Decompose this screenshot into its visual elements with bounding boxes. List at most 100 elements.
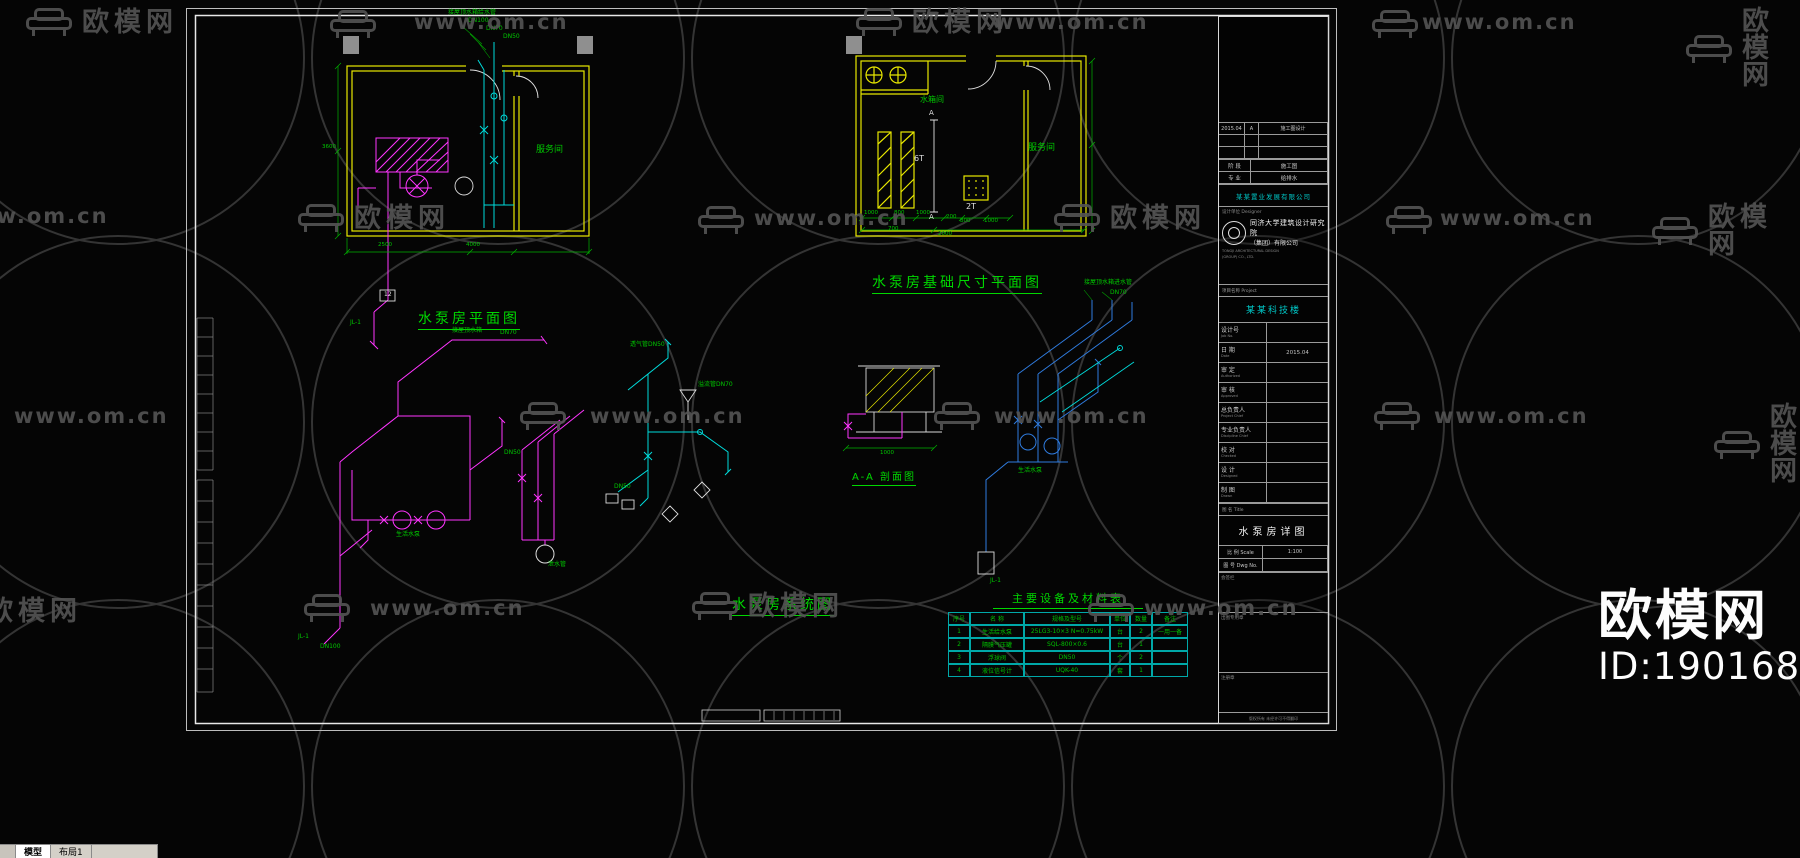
drawing-text: 透气管DN50 [630, 341, 665, 348]
equipment-table-title: 主要设备及材料表 [993, 590, 1143, 609]
field-label-cn: 审 核 [1221, 387, 1235, 394]
equipment-table-header: 序号名 称规格及型号单位数量备注 [948, 612, 1188, 625]
cell-name: 生活给水泵 [970, 625, 1024, 638]
watermark-text: www.om.cn [370, 596, 525, 620]
cell-spec: DN50 [1024, 651, 1110, 664]
watermark-text: 欧模网 [1708, 202, 1772, 260]
field-row: 设计号 Job No. [1219, 323, 1328, 343]
meta-value: 1:100 [1263, 546, 1328, 559]
watermark-text: 欧模网 [912, 6, 1008, 38]
field-label-en: Job No. [1221, 334, 1234, 338]
sofa-icon [1374, 402, 1420, 430]
sofa-icon [1714, 430, 1760, 459]
drawing-text: DN70 [1110, 289, 1127, 296]
cell-name: 隔膜气压罐 [970, 638, 1024, 651]
stage-label: 专 业 [1219, 172, 1251, 184]
titleblock-blank [1219, 17, 1328, 123]
design-institute-label: 设计单位 Designer [1222, 210, 1262, 215]
watermark-text: www.om.cn [0, 204, 109, 228]
sofa-icon [520, 402, 566, 430]
sofa-icon [1088, 594, 1134, 622]
drawing-text: 800 [960, 218, 971, 224]
registration-stamp-box: 注册章 [1219, 673, 1328, 713]
drawing-text: 200 [946, 214, 957, 220]
tab-model[interactable]: 模型 [16, 845, 52, 858]
drawing-text: A [929, 213, 934, 221]
countersign-label: 会签栏 [1221, 576, 1235, 581]
cell-note [1152, 664, 1188, 677]
institute-logo-icon [1222, 220, 1246, 245]
revision-date [1219, 135, 1245, 147]
watermark: www.om.cn [590, 406, 745, 427]
field-label: 设 计 Designed [1219, 463, 1267, 482]
equipment-table-body: 1 生活给水泵 25LG3-10×3 N=0.75kW 台 2 一用一备 2 隔… [948, 625, 1188, 677]
revision-desc: 施工图设计 [1259, 123, 1328, 135]
cell-qty: 2 [1130, 651, 1152, 664]
meta-row: 比 例 Scale 1:100 [1219, 546, 1328, 559]
cell-no: 1 [948, 625, 970, 638]
header-cell: 单位 [1110, 612, 1130, 625]
revision-desc [1259, 135, 1328, 147]
sofa-icon [1386, 206, 1432, 234]
watermark-text: www.om.cn [14, 404, 169, 428]
field-row: 校 对 Checked [1219, 443, 1328, 463]
header-cell: 名 称 [970, 612, 1024, 625]
sofa-icon [298, 204, 344, 232]
watermark: 欧模网 [1686, 8, 1800, 89]
titleblock-stage: 阶 段 施工图 专 业 给排水 [1219, 160, 1328, 185]
field-label-en: Project Chief [1221, 414, 1244, 418]
sofa-icon [1372, 10, 1418, 38]
watermark: 欧模网 [1652, 204, 1800, 258]
sofa-icon [1686, 34, 1732, 63]
watermark-text: 欧模网 [354, 202, 450, 234]
watermark: www.om.cn [414, 12, 569, 33]
drawing-text: 水箱间 [920, 95, 944, 104]
field-row: 审 核 Approved [1219, 383, 1328, 403]
plot-stamp-box: 出图专用章 [1219, 613, 1328, 673]
drawing-text: DN50 [614, 483, 631, 490]
field-row: 总负责人 Project Chief [1219, 403, 1328, 423]
title-block: 2015.04 A 施工图设计 阶 段 施工图 专 业 [1218, 16, 1329, 724]
drawing-text: DN50 [504, 449, 521, 456]
system-diagram-magenta [323, 335, 585, 645]
stage-row: 阶 段 施工图 [1219, 160, 1328, 172]
watermark: www.om.cn [1440, 208, 1595, 229]
field-label: 校 对 Checked [1219, 443, 1267, 462]
drawing-text: DN100 [320, 643, 341, 650]
field-label: 制 图 Drawn [1219, 483, 1267, 502]
revision-code: A [1245, 123, 1259, 135]
watermark: 欧模网 [26, 8, 178, 36]
drawing-name-label: 图 名 Title [1219, 504, 1328, 516]
drawing-text: 1000 [880, 450, 894, 456]
field-value [1267, 463, 1328, 482]
cell-name: 浮球阀 [970, 651, 1024, 664]
meta-label: 图 号 Dwg No. [1219, 559, 1263, 572]
watermark [1374, 402, 1430, 430]
revision-date: 2015.04 [1219, 123, 1245, 135]
system-diagram-right [977, 289, 1135, 575]
cell-unit: 个 [1110, 651, 1130, 664]
system-title: 水泵房系统图 [732, 597, 834, 617]
drawing-text: 1000 [864, 210, 878, 216]
watermark-text: 欧模网 [1770, 402, 1800, 487]
cell-qty: 1 [1130, 664, 1152, 677]
drawing-text: JL-1 [298, 633, 309, 640]
header-cell: 数量 [1130, 612, 1152, 625]
tab-layout1[interactable]: 布局1 [51, 845, 92, 858]
revision-date [1219, 147, 1245, 159]
watermark [1372, 10, 1428, 38]
drawing-text: 接屋顶水箱给水管 [448, 9, 497, 16]
watermark: www.om.cn [754, 208, 909, 229]
field-label-cn: 制 图 [1221, 487, 1235, 494]
tab-bar-corner [0, 845, 16, 858]
sofa-icon [692, 592, 738, 620]
meta-row: 图 号 Dwg No. [1219, 559, 1328, 572]
titleblock-fields: 设计号 Job No. 日 期 Date 2015.04 审 定 Authori… [1219, 323, 1328, 504]
watermark: 欧模网 [692, 592, 844, 620]
drawing-text: DN50 [503, 33, 520, 40]
revision-code [1245, 135, 1259, 147]
institute-name-en2: (GROUP) CO., LTD. [1222, 255, 1255, 259]
field-row: 日 期 Date 2015.04 [1219, 343, 1328, 363]
watermark [520, 402, 576, 430]
